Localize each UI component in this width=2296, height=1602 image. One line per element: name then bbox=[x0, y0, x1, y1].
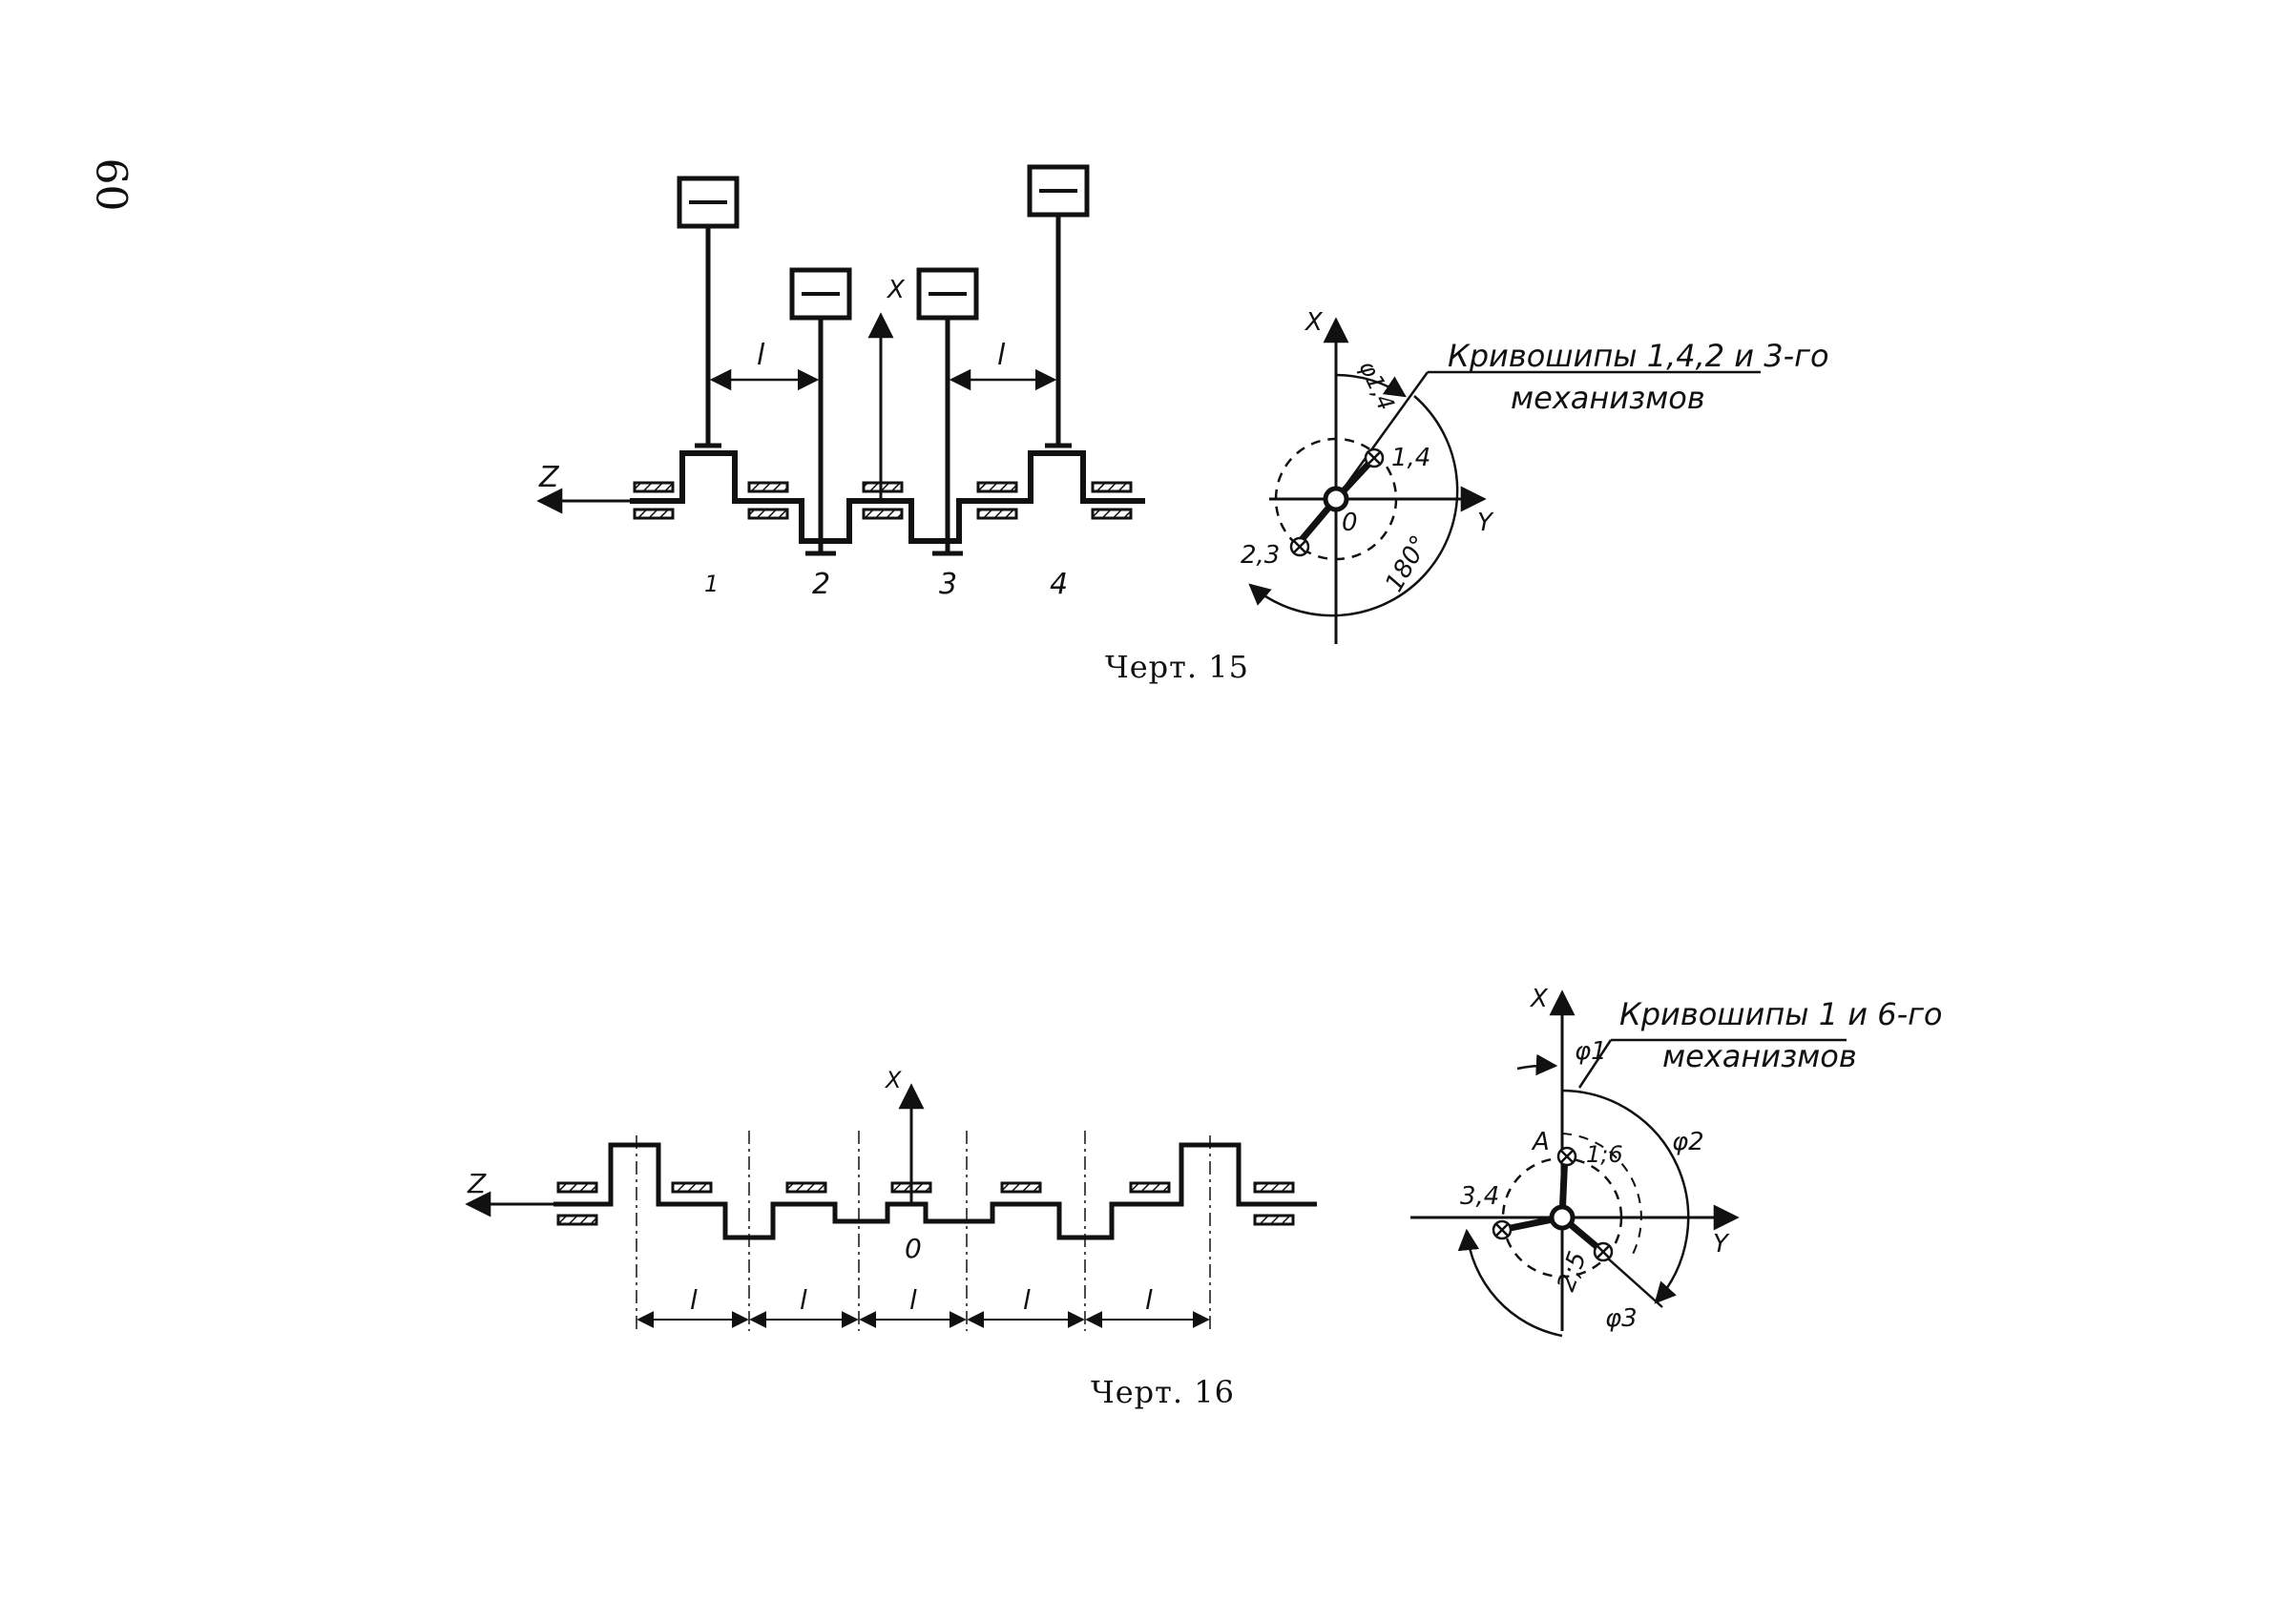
fig15-piston-2 bbox=[789, 267, 852, 556]
fig15-crank-diagram bbox=[1248, 317, 1761, 644]
fig15-note-line2: механизмов bbox=[1511, 380, 1705, 416]
fig16-caption: Черт. 16 bbox=[1091, 1374, 1235, 1410]
fig16-dia-x-label: X bbox=[1529, 985, 1549, 1013]
fig15-z-label: Z bbox=[538, 461, 560, 494]
fig16-labels: Z X 0 l l l l l bbox=[467, 1067, 1153, 1316]
fig15-l-left: l bbox=[757, 339, 765, 372]
fig15-cyl-4: 4 bbox=[1050, 568, 1068, 601]
fig16-origin-circle bbox=[1549, 1204, 1576, 1231]
fig15-phi-arc bbox=[1335, 373, 1407, 398]
fig16-bearings bbox=[556, 1181, 1295, 1226]
fig15-l-right: l bbox=[997, 339, 1006, 372]
fig16-crank-34-label: 3,4 bbox=[1460, 1182, 1499, 1211]
fig15-crank-23-label: 2,3 bbox=[1241, 541, 1280, 570]
fig16-centre-lines bbox=[636, 1131, 1211, 1331]
fig15-180-arc bbox=[1248, 395, 1459, 617]
fig15-x-label: X bbox=[886, 276, 906, 304]
fig15-piston-4 bbox=[1027, 164, 1090, 448]
fig15-note-line1: Кривошипы 1,4,2 и 3-го bbox=[1448, 338, 1829, 374]
fig16-phi2-arc bbox=[1561, 1089, 1690, 1304]
fig16-shaft-line bbox=[553, 1142, 1317, 1240]
fig16-crankpin-34 bbox=[1492, 1219, 1513, 1240]
fig15-origin-circle bbox=[1323, 486, 1349, 512]
fig15-cyl-1: 1 bbox=[704, 571, 719, 597]
fig16-phi1-arc bbox=[1516, 1053, 1558, 1076]
fig16-pointer-phi1 bbox=[1577, 1039, 1613, 1089]
fig15-dia-origin: 0 bbox=[1342, 509, 1358, 537]
fig16-crank-16-label: 1;6 bbox=[1586, 1141, 1623, 1168]
fig15-dashed-circle bbox=[1274, 437, 1398, 561]
fig15-labels: Z X l l 1 2 3 4 bbox=[538, 276, 1068, 601]
fig15-crankpin-23 bbox=[1289, 536, 1310, 557]
fig15-bearings bbox=[633, 481, 1133, 520]
fig15-cyl-3: 3 bbox=[939, 568, 957, 601]
fig15-angle-label: 180° bbox=[1380, 531, 1434, 596]
fig16-dim-5: l bbox=[1145, 1284, 1153, 1316]
fig15-shaft-line bbox=[630, 450, 1145, 544]
fig15-piston-3 bbox=[916, 267, 979, 556]
fig16-phi3-arc bbox=[1457, 1228, 1563, 1338]
fig16-phi3-label: φ3 bbox=[1605, 1304, 1638, 1333]
fig16-dim-3: l bbox=[909, 1284, 917, 1316]
fig16-x-label: X bbox=[884, 1067, 902, 1093]
fig15-caption: Черт. 15 bbox=[1105, 649, 1249, 685]
fig16-dim-1: l bbox=[690, 1284, 698, 1316]
fig15-diagram-labels: X Y 0 φ1,4 Кривошипы 1,4,2 и 3-го механи… bbox=[1241, 308, 1829, 597]
fig15-phi-label: φ1,4 bbox=[1354, 357, 1400, 415]
fig16-origin-label: 0 bbox=[905, 1233, 922, 1264]
fig15-crank-14-label: 1,4 bbox=[1391, 444, 1430, 472]
fig16-z-label: Z bbox=[467, 1168, 487, 1199]
fig16-phi1-label: φ1 bbox=[1575, 1037, 1607, 1066]
fig16-phi2-label: φ2 bbox=[1672, 1128, 1704, 1156]
fig15-dia-x-label: X bbox=[1304, 308, 1324, 337]
fig16-dim-2: l bbox=[800, 1284, 807, 1316]
fig16-point-a: A bbox=[1531, 1128, 1550, 1156]
fig16-inner-arc bbox=[1561, 1133, 1642, 1260]
fig16-crankshaft bbox=[465, 1083, 1317, 1331]
fig16-dim-4: l bbox=[1023, 1284, 1031, 1316]
fig16-crankpin-25 bbox=[1593, 1241, 1614, 1262]
fig16-crank-diagram bbox=[1410, 989, 1847, 1338]
fig15-dia-y-label: Y bbox=[1477, 509, 1494, 537]
fig16-diagram-labels: X Y Кривошипы 1 и 6-го механизмов φ1 φ2 … bbox=[1460, 985, 1943, 1333]
fig16-note-line2: механизмов bbox=[1662, 1038, 1857, 1074]
fig16-note-line1: Кривошипы 1 и 6-го bbox=[1619, 996, 1943, 1032]
fig15-piston-1 bbox=[677, 176, 740, 448]
fig16-crankpin-16 bbox=[1556, 1146, 1577, 1167]
fig16-dia-y-label: Y bbox=[1713, 1230, 1730, 1259]
fig16-crank-25-label: 2;5 bbox=[1552, 1248, 1593, 1296]
fig15-cyl-2: 2 bbox=[812, 568, 830, 601]
fig15-crankpin-14 bbox=[1364, 447, 1385, 468]
fig15-crankshaft bbox=[536, 164, 1145, 556]
